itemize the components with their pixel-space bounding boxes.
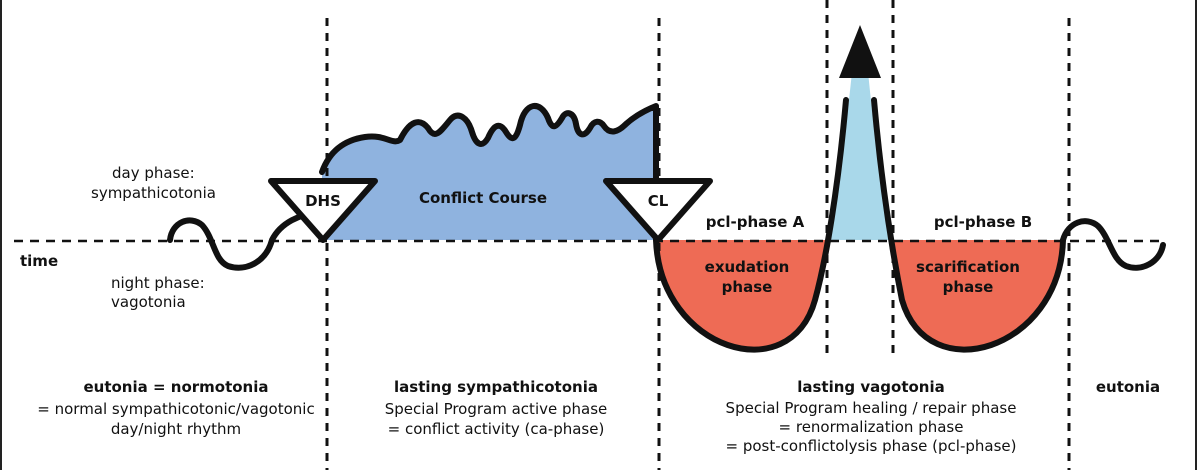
pcl-phase-b-label: pcl-phase B xyxy=(934,213,1032,231)
scarification-label: scarification xyxy=(916,258,1020,276)
cl-triangle-icon xyxy=(603,178,713,243)
exudation-phase-word: phase xyxy=(722,278,773,296)
healing-phase-curve xyxy=(653,97,1066,353)
day-night-rhythm-curve xyxy=(167,210,325,271)
conflict-course-area xyxy=(322,105,656,240)
dhs-triangle-icon xyxy=(268,178,378,243)
col2-title: lasting sympathicotonia xyxy=(394,378,598,396)
day-phase-label: day phase: xyxy=(112,164,195,182)
col3-line3: = post-conflictolysis phase (pcl-phase) xyxy=(726,437,1017,455)
exudation-phase-area xyxy=(656,240,828,350)
conflict-course-curve xyxy=(319,103,659,243)
cl-label: CL xyxy=(648,192,669,210)
col2-line1: Special Program active phase xyxy=(385,400,608,418)
exudation-label: exudation xyxy=(705,258,790,276)
day-phase-sub: sympathicotonia xyxy=(91,184,216,202)
col3-line1: Special Program healing / repair phase xyxy=(726,399,1017,417)
col1-line2: day/night rhythm xyxy=(111,420,241,438)
col3-title: lasting vagotonia xyxy=(797,378,945,396)
time-label: time xyxy=(20,252,58,270)
col1-title: eutonia = normotonia xyxy=(83,378,268,396)
col1-line1: = normal sympathicotonic/vagotonic xyxy=(37,400,314,418)
night-phase-label: night phase: xyxy=(111,274,205,292)
col4-title: eutonia xyxy=(1096,378,1160,396)
night-phase-sub: vagotonia xyxy=(111,293,186,311)
epileptoid-crisis-arrow-icon xyxy=(839,25,881,78)
pcl-phase-a-label: pcl-phase A xyxy=(706,213,805,231)
cl-marker: CL xyxy=(603,178,713,243)
dhs-label: DHS xyxy=(305,192,341,210)
col3-line2: = renormalization phase xyxy=(779,418,964,436)
conflict-course-label: Conflict Course xyxy=(419,189,547,207)
col2-line2: = conflict activity (ca-phase) xyxy=(388,420,605,438)
scarification-phase-area xyxy=(890,240,1063,350)
scarification-phase-word: phase xyxy=(943,278,994,296)
eutonia-rhythm-curve xyxy=(1060,218,1166,271)
dhs-marker: DHS xyxy=(268,178,378,243)
crisis-spike-area xyxy=(828,72,890,240)
